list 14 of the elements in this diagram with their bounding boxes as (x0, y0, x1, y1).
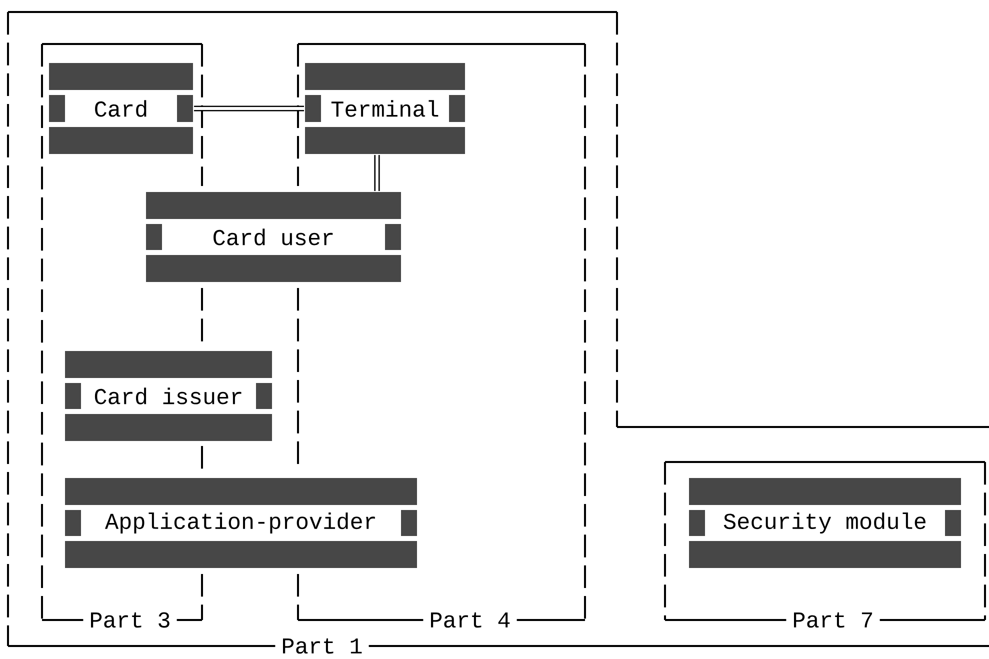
node-label: Card user (214, 228, 333, 246)
node-label: Card (95, 100, 146, 117)
entity-box: Application-provider (65, 478, 417, 568)
double-line (194, 106, 304, 112)
double-line (374, 155, 380, 191)
entity-box: Card user (146, 192, 401, 282)
entity-box: Security module (689, 478, 961, 568)
entity-box: Card (49, 63, 193, 154)
node-label: Security module (724, 512, 926, 534)
node-label: Application-provider (104, 512, 375, 534)
entity-box: Terminal (305, 63, 465, 154)
node-label: Terminal (331, 100, 438, 117)
entity-box: Card issuer (65, 351, 272, 441)
node-label: Card issuer (94, 388, 242, 404)
